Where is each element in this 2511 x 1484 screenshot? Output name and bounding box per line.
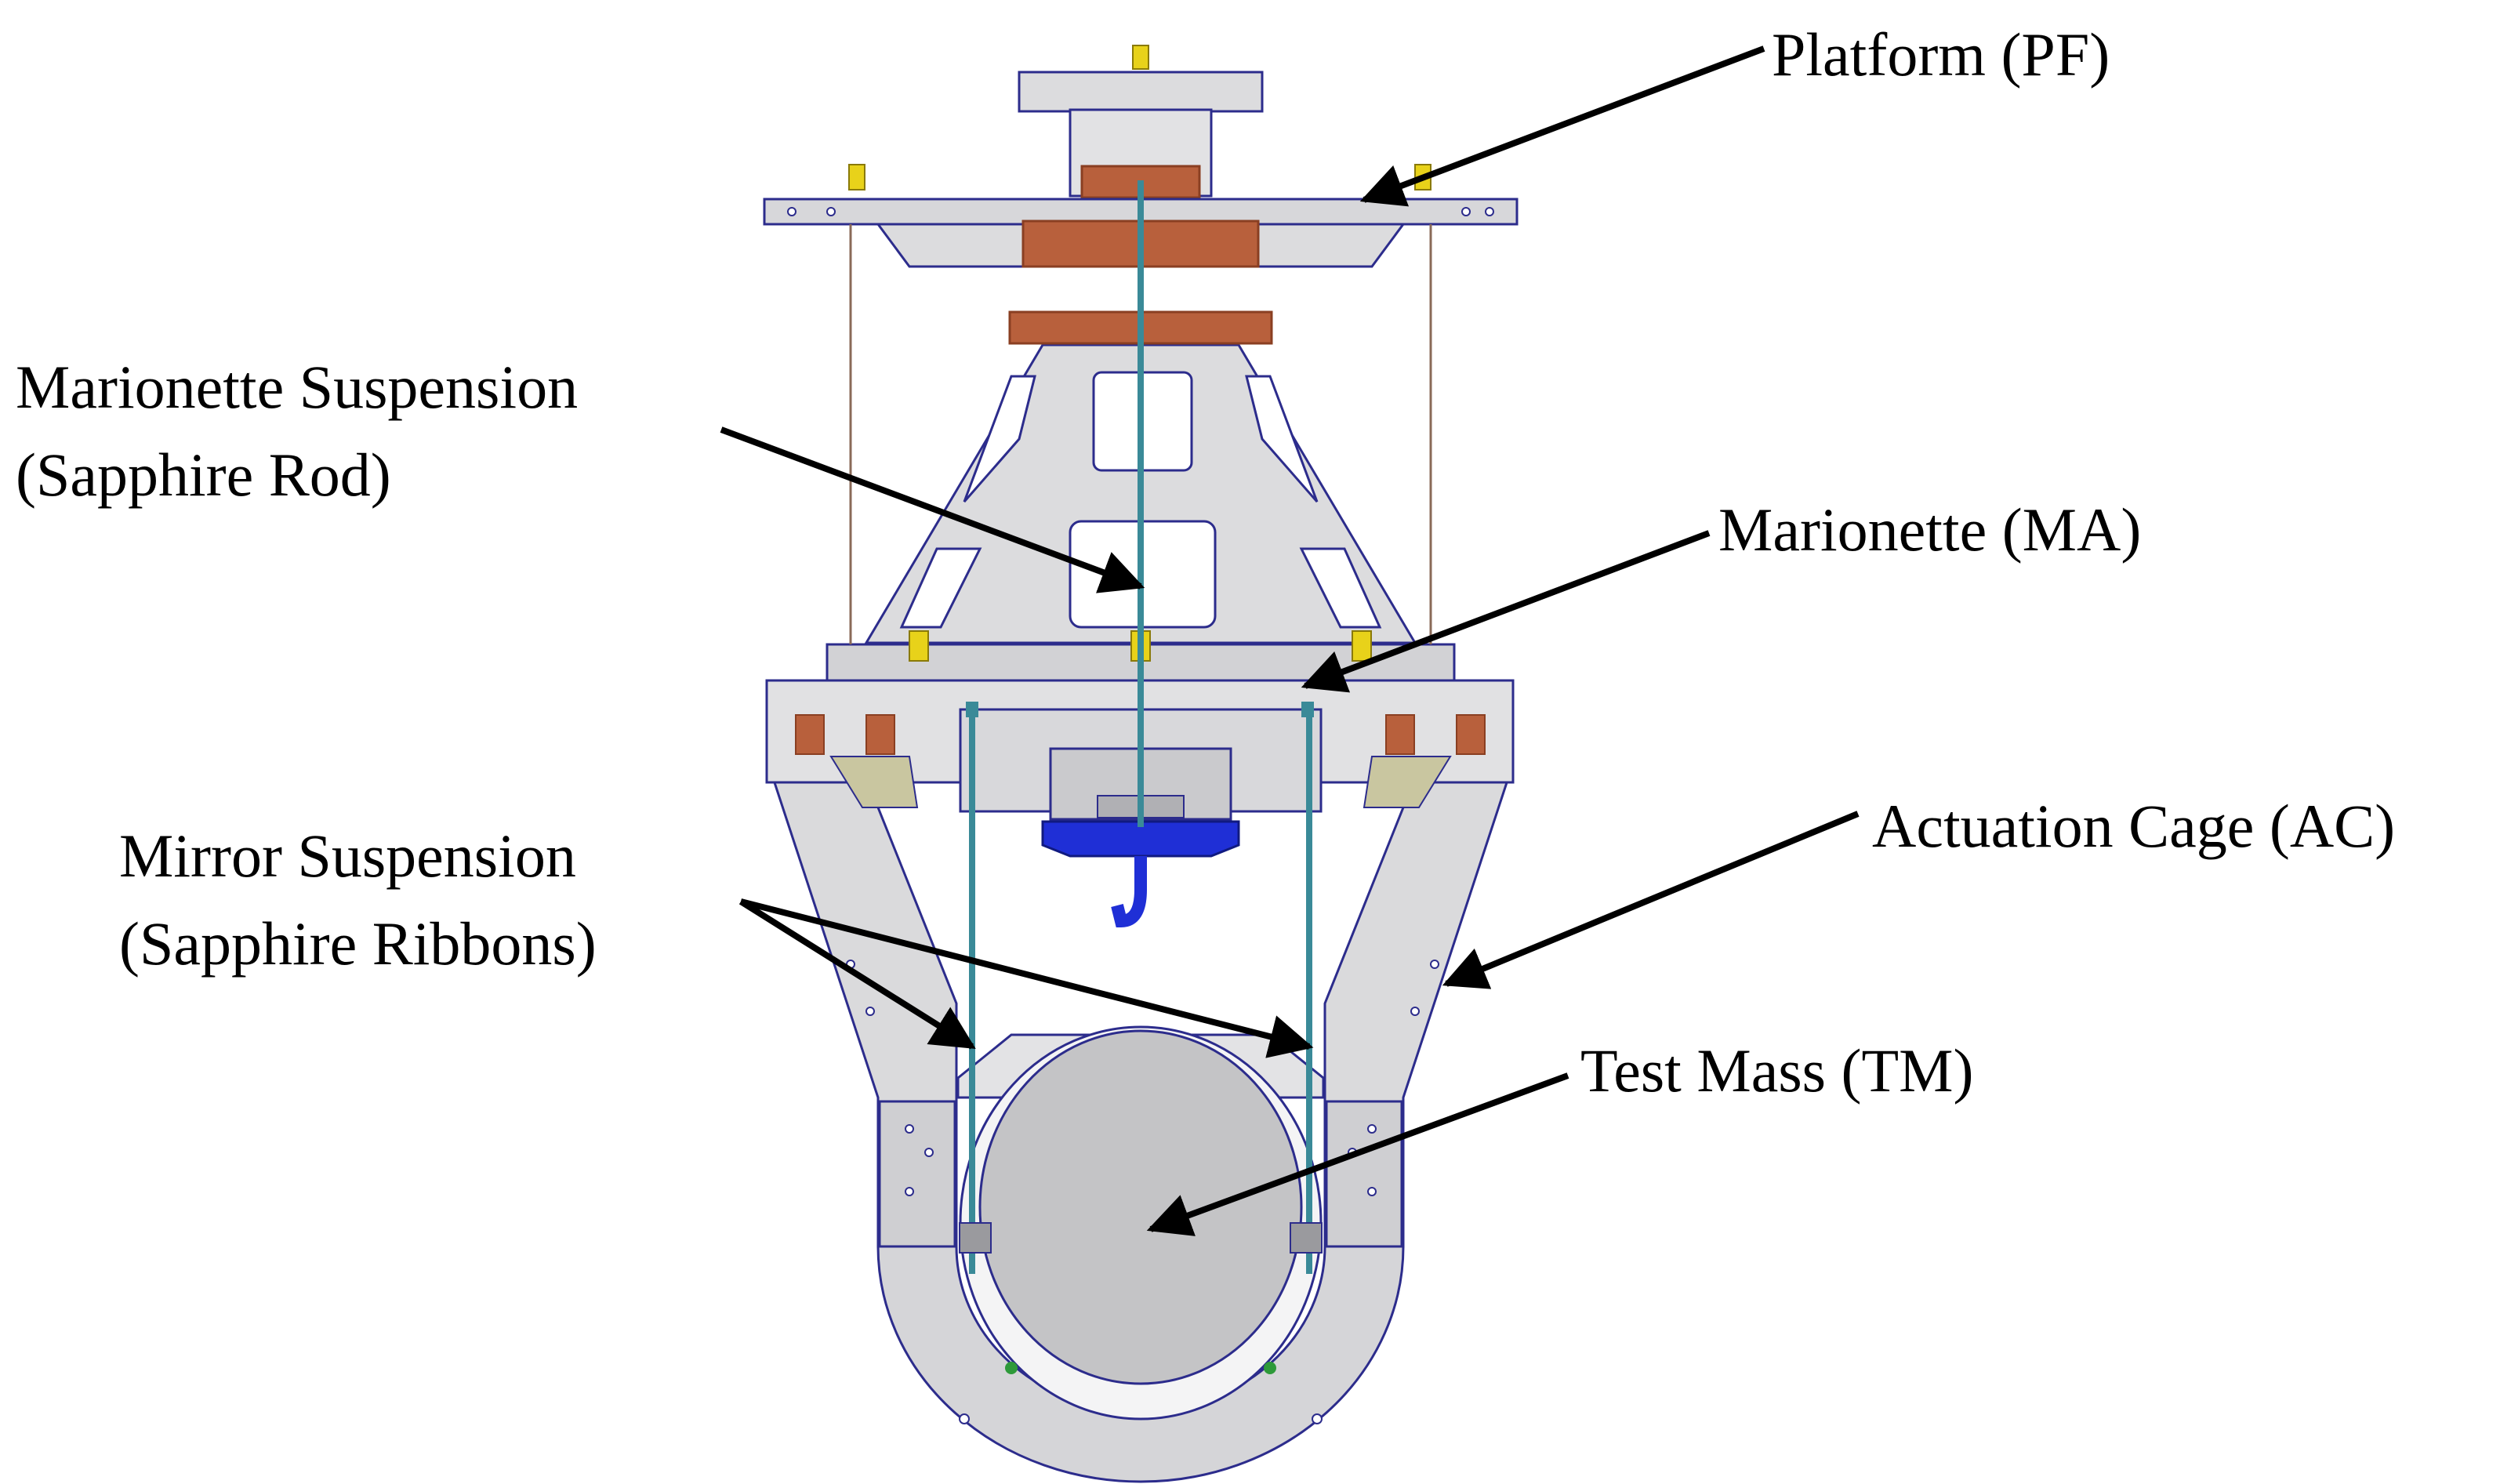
blue-actuator xyxy=(1041,820,1240,858)
callout-arrows xyxy=(720,45,1860,1236)
actuation-cage xyxy=(767,767,1514,1483)
label-mirror-suspension: Mirror Suspension (Sapphire Ribbons) xyxy=(119,812,597,988)
test-mass-assembly xyxy=(956,1025,1325,1421)
suspensions xyxy=(959,180,1323,1274)
ribbon-clamp-left xyxy=(959,1222,992,1254)
right-coil-2 xyxy=(1456,714,1486,755)
right-coil xyxy=(1385,714,1415,755)
test-mass xyxy=(978,1029,1303,1385)
cone-window-right xyxy=(1245,375,1319,503)
label-mirror-suspension-line1: Mirror Suspension xyxy=(119,822,576,890)
arrow-platform xyxy=(1359,45,1765,207)
label-mirror-suspension-line2: (Sapphire Ribbons) xyxy=(119,909,597,978)
cone-window-lower-right xyxy=(1299,547,1382,629)
label-marionette-suspension-line2: (Sapphire Rod) xyxy=(16,441,391,509)
label-actuation-cage: Actuation Cage (AC) xyxy=(1872,782,2395,870)
platform-cap xyxy=(1018,71,1264,113)
arrow-marionette-suspension xyxy=(720,426,1145,593)
left-coil xyxy=(795,714,825,755)
arrow-marionette xyxy=(1301,530,1711,693)
label-actuation-cage-text: Actuation Cage (AC) xyxy=(1872,792,2396,860)
cone-window-left xyxy=(963,375,1036,503)
cage-right-plate xyxy=(1325,1100,1403,1248)
label-marionette: Marionette (MA) xyxy=(1718,486,2141,574)
cone-window-lower-left xyxy=(899,547,982,629)
label-marionette-suspension-line1: Marionette Suspension xyxy=(16,353,579,421)
ribbon-clamp-right xyxy=(1290,1222,1323,1254)
label-test-mass-text: Test Mass (TM) xyxy=(1580,1036,1974,1105)
left-coil-2 xyxy=(865,714,895,755)
arrow-actuation-cage xyxy=(1442,811,1860,989)
label-marionette-text: Marionette (MA) xyxy=(1718,495,2142,564)
label-test-mass: Test Mass (TM) xyxy=(1580,1027,1973,1115)
arrow-test-mass xyxy=(1146,1072,1569,1236)
label-marionette-suspension: Marionette Suspension (Sapphire Rod) xyxy=(16,343,578,519)
arrow-mirror-suspension-left xyxy=(738,898,976,1050)
arrow-mirror-suspension-right xyxy=(740,898,1314,1058)
label-platform-text: Platform (PF) xyxy=(1772,20,2110,89)
label-platform: Platform (PF) xyxy=(1772,11,2110,99)
cage-left-plate xyxy=(878,1100,956,1248)
